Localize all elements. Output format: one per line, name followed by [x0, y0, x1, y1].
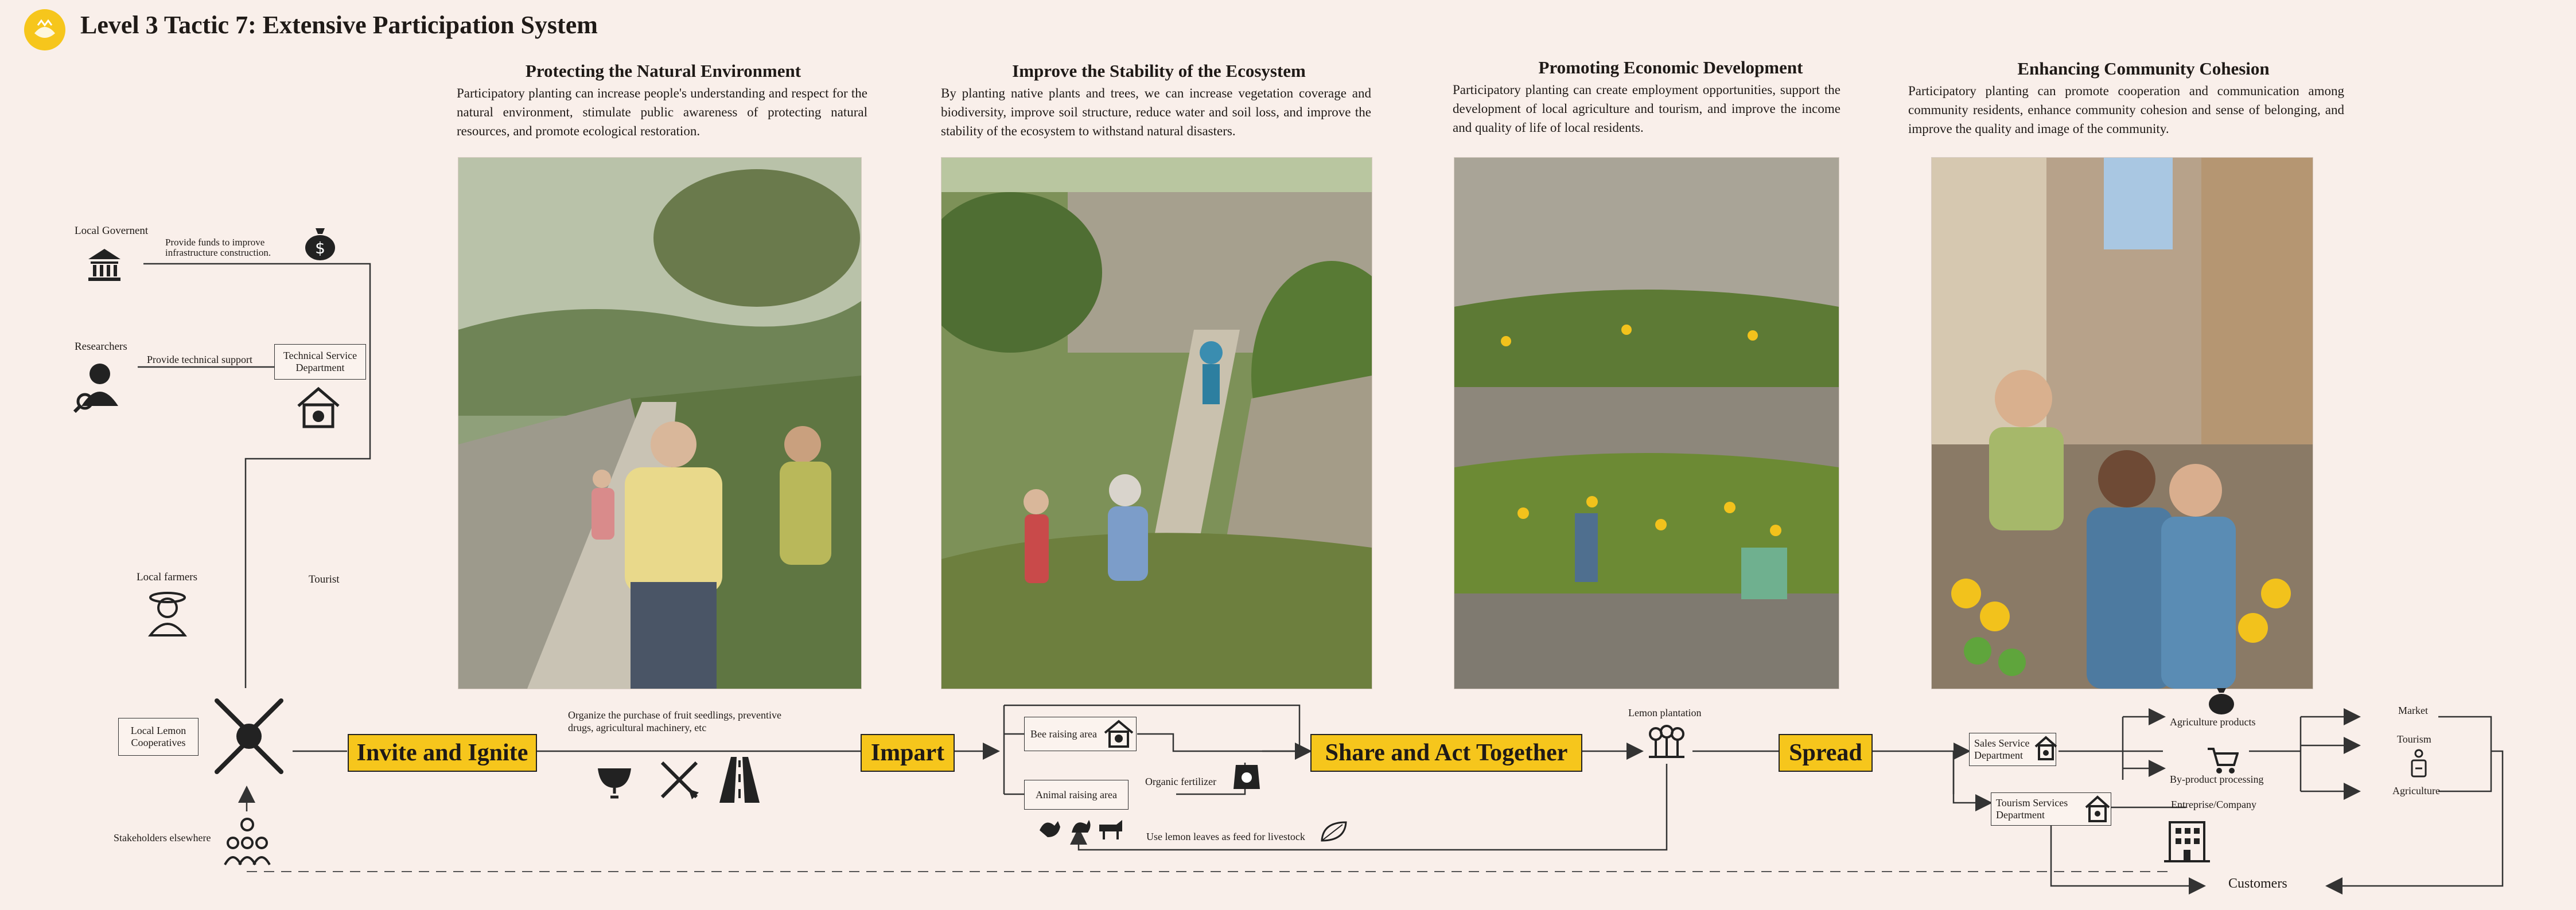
- sales-service-department-box: Sales Service Department: [1969, 733, 2056, 766]
- leaf-icon: [1321, 821, 1347, 842]
- local-government-label: Local Governent: [75, 225, 149, 237]
- agriculture-product-bag-icon: [2209, 688, 2234, 714]
- researcher-person-icon: [73, 364, 118, 413]
- feed-note-text: Use lemon leaves as feed for livestock: [1146, 831, 1305, 842]
- fertilizer-bag-icon: [1233, 765, 1260, 789]
- stakeholders-elsewhere-label: Stakeholders elsewhere: [114, 832, 211, 843]
- section-title-community: Enhancing Community Cohesion: [2017, 58, 2270, 79]
- tourism-services-department-box: Tourism Services Department: [1991, 792, 2111, 826]
- shovel-rake-icon: [660, 761, 699, 799]
- enterprise-company-label: Entreprise/Company: [2171, 799, 2256, 810]
- seedling-bowl-icon: [598, 768, 631, 799]
- invite-note-text: Organize the purchase of fruit seedlings…: [568, 709, 782, 733]
- researchers-label: Researchers: [75, 341, 127, 353]
- research-action-text: Provide technical support: [147, 354, 252, 365]
- tourism-house-icon: [2085, 795, 2110, 822]
- sales-house-icon: [2034, 736, 2057, 760]
- tourism-label: Tourism: [2397, 733, 2431, 745]
- farmer-icon: [147, 592, 188, 636]
- agriculture-products-label: Agriculture products: [2170, 716, 2256, 728]
- lemon-plantation-label: Lemon plantation: [1628, 707, 1702, 718]
- livestock-icons: [1040, 820, 1122, 839]
- impart-stage: Impart: [861, 734, 955, 772]
- share-and-act-together-stage: Share and Act Together: [1310, 734, 1582, 772]
- svg-text:$: $: [315, 239, 325, 257]
- bee-house-icon: [1104, 720, 1134, 748]
- money-bag-icon: $: [305, 228, 335, 260]
- technical-service-department-box: Technical Service Department: [274, 344, 366, 380]
- sales-service-label: Sales Service Department: [1974, 737, 2030, 761]
- government-action-text: Provide funds to improve infrastructure …: [165, 237, 271, 258]
- agriculture-label: Agriculture: [2392, 785, 2440, 796]
- spread-stage: Spread: [1779, 734, 1873, 772]
- lemon-logo-icon: [24, 9, 65, 50]
- market-label: Market: [2398, 705, 2428, 716]
- by-product-processing-label: By-product processing: [2170, 774, 2264, 785]
- joined-hands-icon: [215, 698, 283, 774]
- page-title: Level 3 Tactic 7: Extensive Participatio…: [80, 11, 598, 39]
- local-lemon-cooperatives-box: Local Lemon Cooperatives: [118, 718, 199, 756]
- group-people-icon: [224, 818, 271, 865]
- government-building-icon: [88, 249, 120, 281]
- tourist-label: Tourist: [309, 573, 340, 585]
- local-farmers-label: Local farmers: [137, 571, 198, 583]
- road-icon: [719, 757, 760, 803]
- photo-market-selfie: [1931, 157, 2313, 689]
- trees-plantation-icon: [1649, 725, 1684, 758]
- section-text-economy: Participatory planting can create employ…: [1453, 83, 1840, 135]
- section-title-economy: Promoting Economic Development: [1538, 57, 1803, 77]
- section-title-environment: Protecting the Natural Environment: [525, 61, 801, 81]
- section-text-community: Participatory planting can promote coope…: [1908, 84, 2344, 136]
- photo-terrace-walkers: [458, 157, 862, 689]
- animal-raising-area-box: Animal raising area: [1024, 780, 1129, 810]
- section-title-ecosystem: Improve the Stability of the Ecosystem: [1012, 61, 1306, 81]
- organic-fertilizer-label: Organic fertilizer: [1145, 776, 1217, 787]
- photo-lemon-terraces: [1454, 157, 1839, 689]
- tourism-services-label: Tourism Services Department: [1996, 797, 2068, 821]
- bee-raising-label: Bee raising area: [1030, 728, 1097, 740]
- service-house-icon: [297, 386, 340, 428]
- customers-label: Customers: [2228, 876, 2287, 891]
- section-text-ecosystem: By planting native plants and trees, we …: [941, 86, 1371, 138]
- photo-stone-stairs-planting: [941, 157, 1372, 689]
- company-building-icon: [2164, 821, 2210, 862]
- shopping-cart-icon: [2208, 748, 2239, 774]
- tourist-luggage-icon: [2411, 749, 2427, 778]
- section-text-environment: Participatory planting can increase peop…: [457, 86, 867, 138]
- invite-and-ignite-stage: Invite and Ignite: [348, 734, 537, 772]
